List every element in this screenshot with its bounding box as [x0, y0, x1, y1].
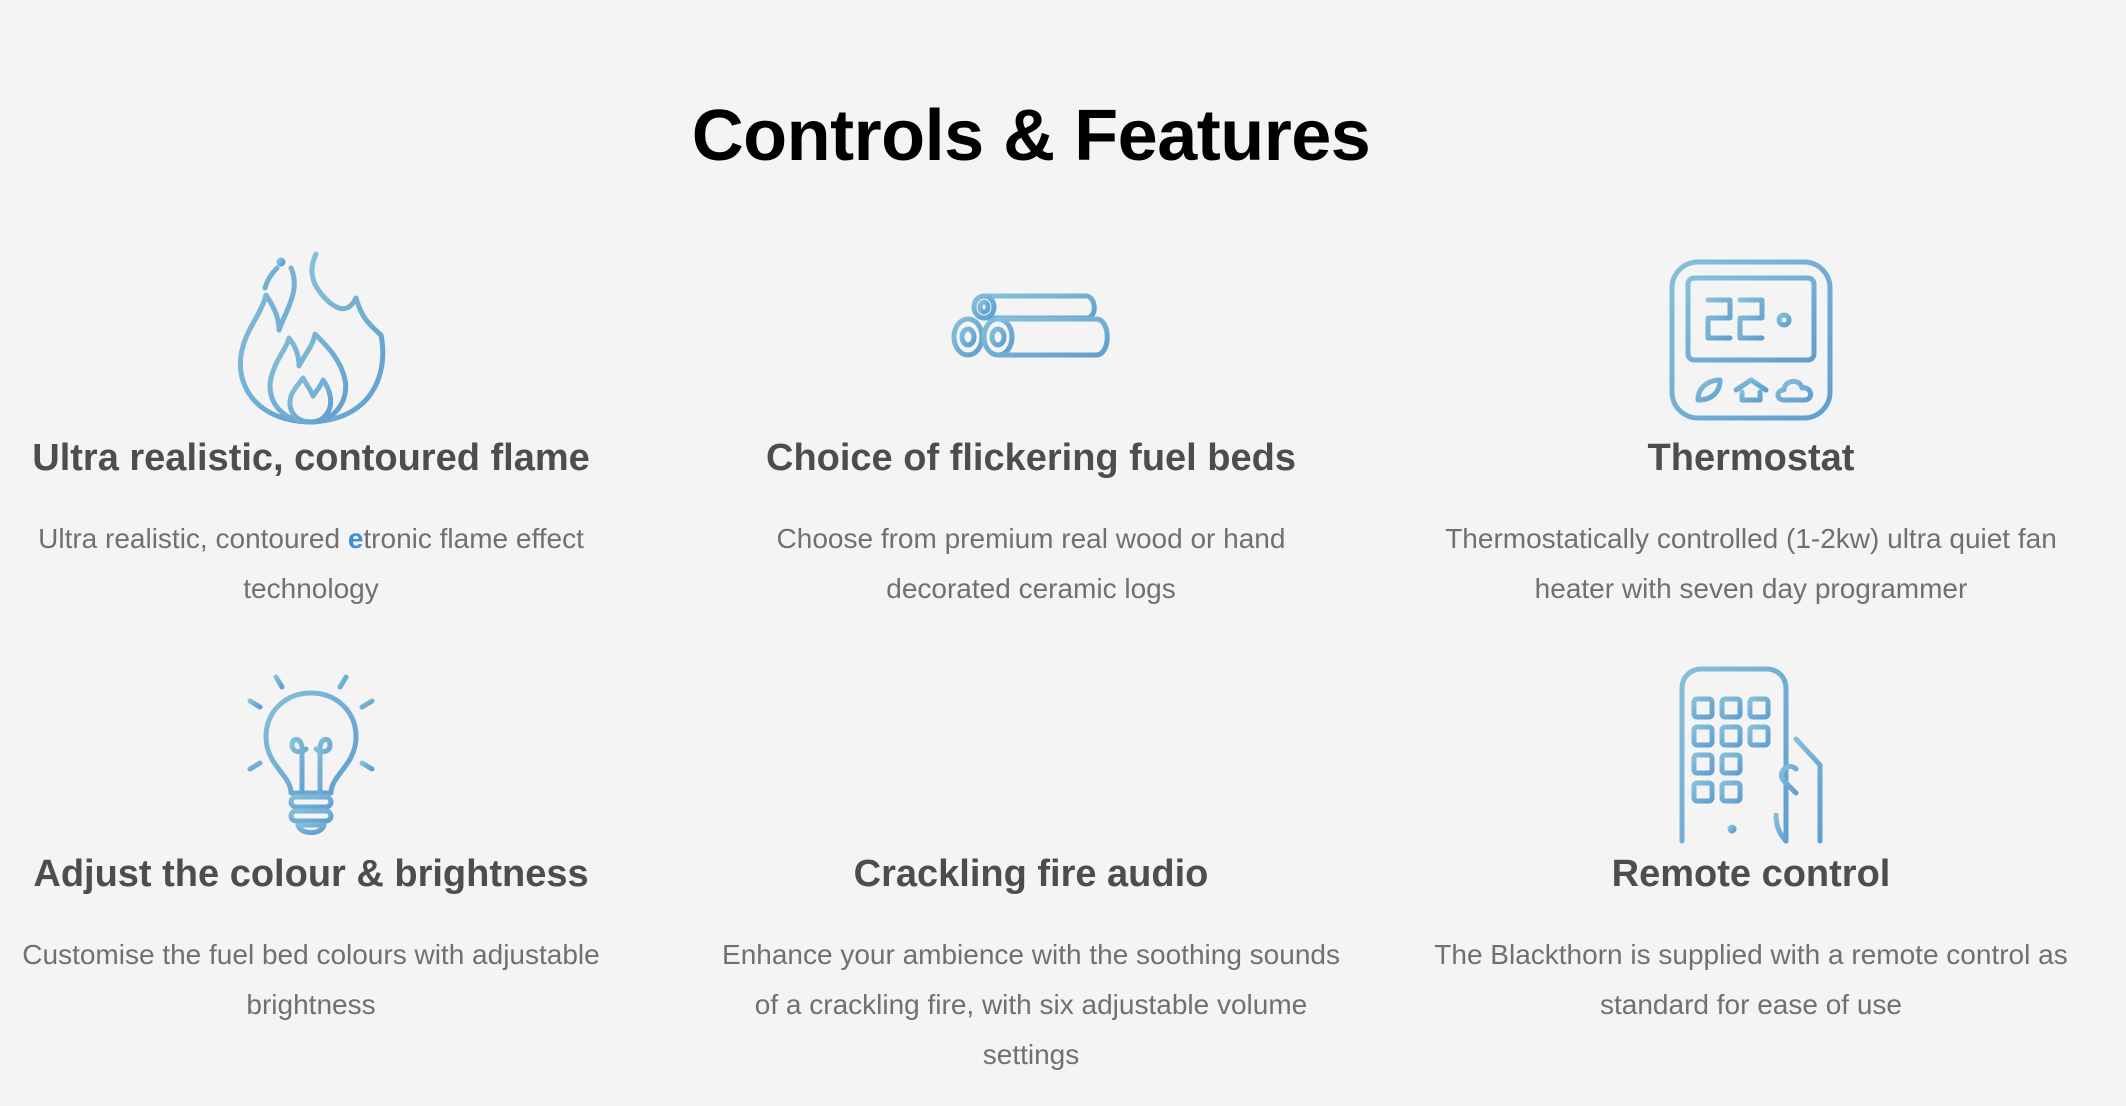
- feature-heading: Remote control: [1611, 853, 1891, 895]
- feature-heading: Crackling fire audio: [853, 853, 1209, 895]
- feature-description: Thermostatically controlled (1-2kw) ultr…: [1445, 523, 2057, 604]
- feature-description: Customise the fuel bed colours with adju…: [22, 939, 600, 1020]
- thermostat-icon: [1391, 250, 2111, 430]
- sound-wave-icon: [671, 665, 1391, 845]
- feature-heading: Adjust the colour & brightness: [33, 853, 589, 895]
- desc-highlight: e: [347, 523, 364, 554]
- feature-description: Enhance your ambience with the soothing …: [722, 939, 1340, 1070]
- lightbulb-icon: [0, 665, 671, 845]
- feature-description: Choose from premium real wood or hand de…: [776, 523, 1286, 604]
- remote-control-icon: [1391, 665, 2111, 845]
- page-title: Controls & Features: [691, 96, 1371, 176]
- feature-heading: Ultra realistic, contoured flame: [32, 437, 590, 479]
- logs-icon: [671, 250, 1391, 430]
- feature-description: The Blackthorn is supplied with a remote…: [1434, 939, 2068, 1020]
- feature-heading: Choice of flickering fuel beds: [766, 437, 1296, 479]
- flame-icon: [0, 250, 671, 430]
- desc-text: tronic flame effect technology: [243, 523, 584, 604]
- feature-heading: Thermostat: [1647, 437, 1855, 479]
- feature-description: Ultra realistic, contoured etronic flame…: [0, 514, 631, 614]
- desc-text: Ultra realistic, contoured: [38, 523, 348, 554]
